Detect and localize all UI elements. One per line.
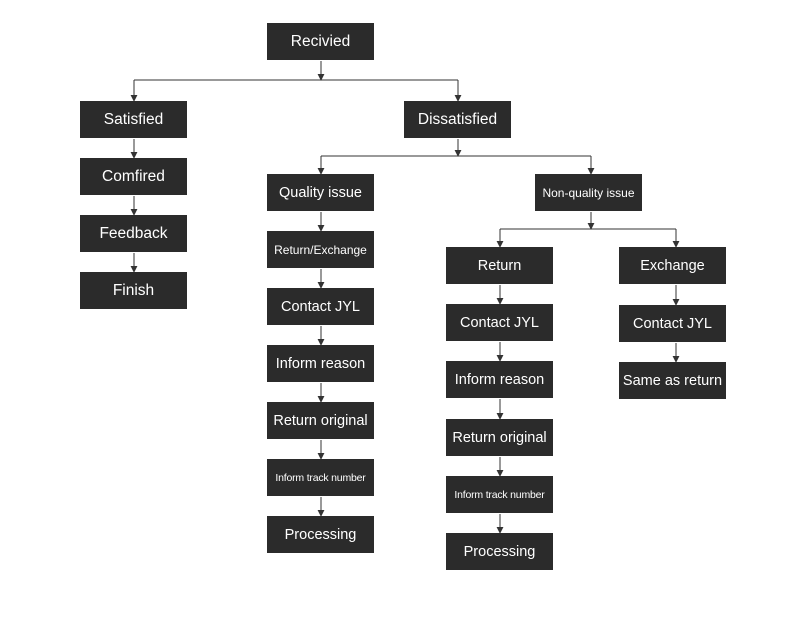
node-quality-issue: Quality issue xyxy=(267,174,374,211)
node-exchange: Exchange xyxy=(619,247,726,284)
node-quality-processing: Processing xyxy=(267,516,374,553)
node-return-inform-track: Inform track number xyxy=(446,476,553,513)
node-non-quality-issue: Non-quality issue xyxy=(535,174,642,211)
node-feedback: Feedback xyxy=(80,215,187,252)
node-quality-inform-track: Inform track number xyxy=(267,459,374,496)
node-quality-contact: Contact JYL xyxy=(267,288,374,325)
node-received: Recivied xyxy=(267,23,374,60)
node-exchange-same-as-return: Same as return xyxy=(619,362,726,399)
node-return-processing: Processing xyxy=(446,533,553,570)
node-dissatisfied: Dissatisfied xyxy=(404,101,511,138)
node-quality-return-exchange: Return/Exchange xyxy=(267,231,374,268)
node-return-inform-reason: Inform reason xyxy=(446,361,553,398)
node-confirmed: Comfired xyxy=(80,158,187,195)
node-finish: Finish xyxy=(80,272,187,309)
node-satisfied: Satisfied xyxy=(80,101,187,138)
node-return-original: Return original xyxy=(446,419,553,456)
node-return-contact: Contact JYL xyxy=(446,304,553,341)
node-quality-return-original: Return original xyxy=(267,402,374,439)
node-exchange-contact: Contact JYL xyxy=(619,305,726,342)
node-return: Return xyxy=(446,247,553,284)
node-quality-inform-reason: Inform reason xyxy=(267,345,374,382)
